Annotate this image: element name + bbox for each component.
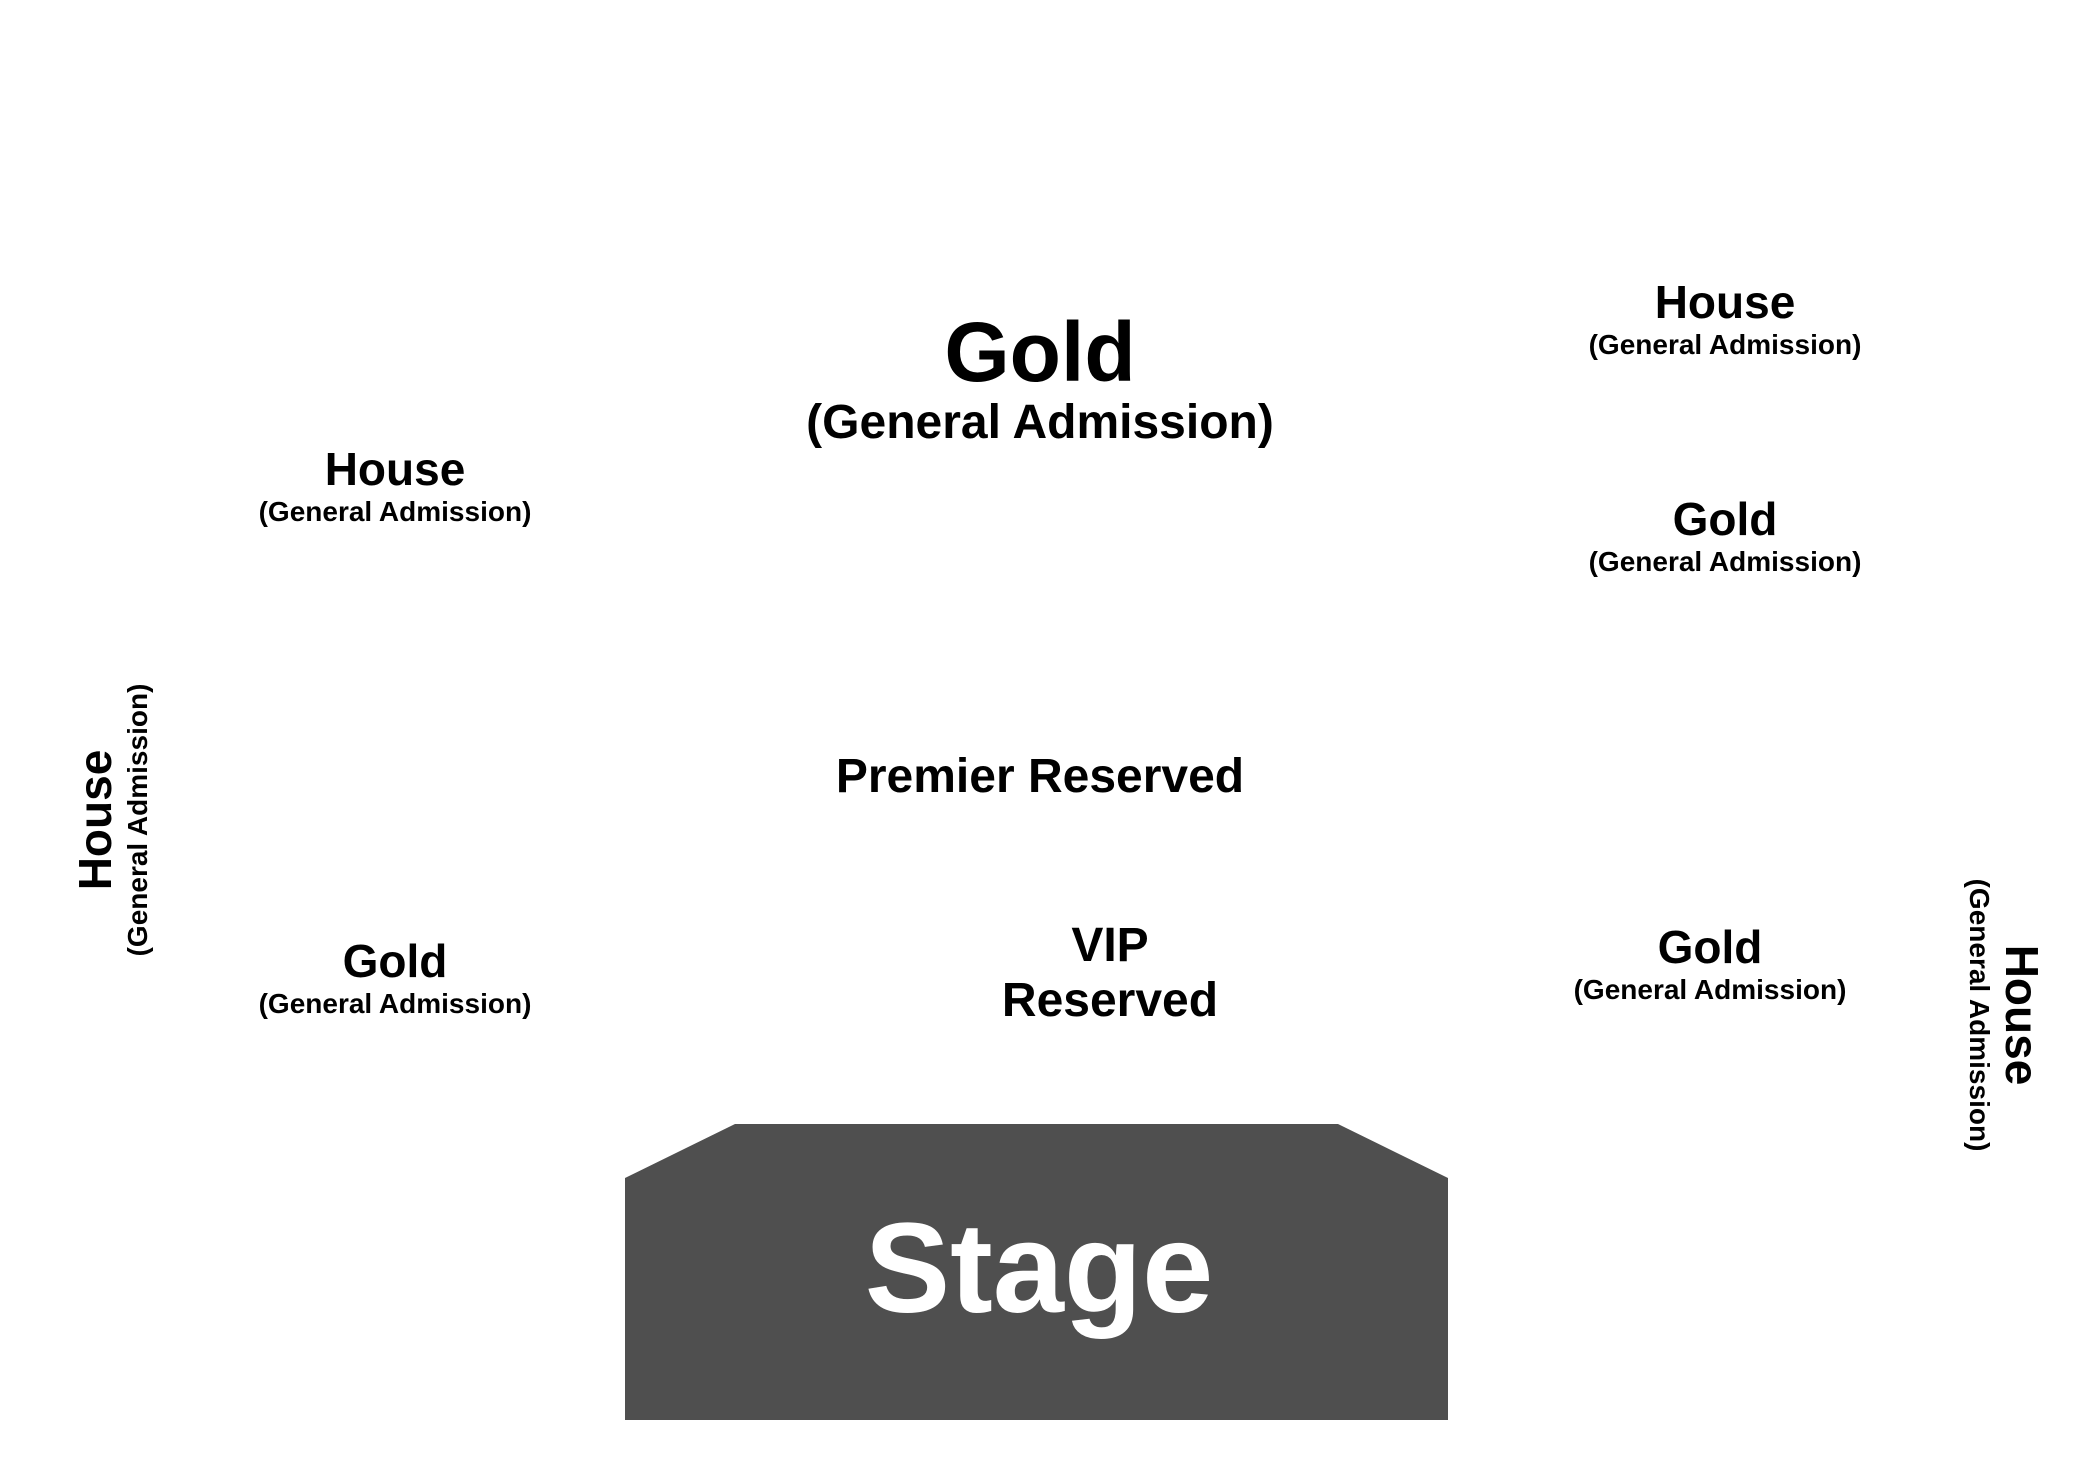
section-house-upper-left[interactable]: House (General Admission) <box>240 443 550 527</box>
section-gold-lower-left[interactable]: Gold (General Admission) <box>240 935 550 1019</box>
section-subtitle: (General Admission) <box>258 495 532 527</box>
section-name: Gold <box>1672 493 1778 545</box>
stage-block[interactable] <box>625 1124 1448 1420</box>
section-gold-lower-right[interactable]: Gold (General Admission) <box>1555 921 1865 1005</box>
section-subtitle: (General Admission) <box>806 396 1274 450</box>
section-name: Gold <box>1657 921 1763 973</box>
section-name-line2: Reserved <box>1001 974 1219 1028</box>
section-house-upper-right[interactable]: House (General Admission) <box>1570 276 1880 360</box>
section-house-right[interactable]: House (General Admission) <box>1964 825 2060 1205</box>
section-gold-center[interactable]: Gold (General Admission) <box>780 308 1300 450</box>
section-subtitle: (General Admission) <box>121 683 153 957</box>
section-name: Gold <box>944 305 1136 399</box>
section-house-left[interactable]: House (General Admission) <box>69 630 166 1010</box>
section-name: Premier Reserved <box>835 750 1245 803</box>
section-name: House <box>69 749 121 891</box>
section-subtitle: (General Admission) <box>1588 328 1862 360</box>
section-subtitle: (General Admission) <box>1964 878 1996 1152</box>
section-subtitle: (General Admission) <box>258 987 532 1019</box>
section-name: House <box>1995 944 2048 1086</box>
section-subtitle: (General Admission) <box>1588 545 1862 577</box>
section-gold-upper-right[interactable]: Gold (General Admission) <box>1570 493 1880 577</box>
section-vip-reserved[interactable]: VIP Reserved <box>960 918 1260 1028</box>
section-name: House <box>1654 276 1796 328</box>
section-name: Gold <box>342 935 448 987</box>
section-premier-reserved[interactable]: Premier Reserved <box>780 750 1300 804</box>
section-name: House <box>324 443 466 495</box>
stage-label: Stage <box>864 1197 1214 1340</box>
section-name-line1: VIP <box>1071 919 1149 972</box>
section-subtitle: (General Admission) <box>1573 973 1847 1005</box>
